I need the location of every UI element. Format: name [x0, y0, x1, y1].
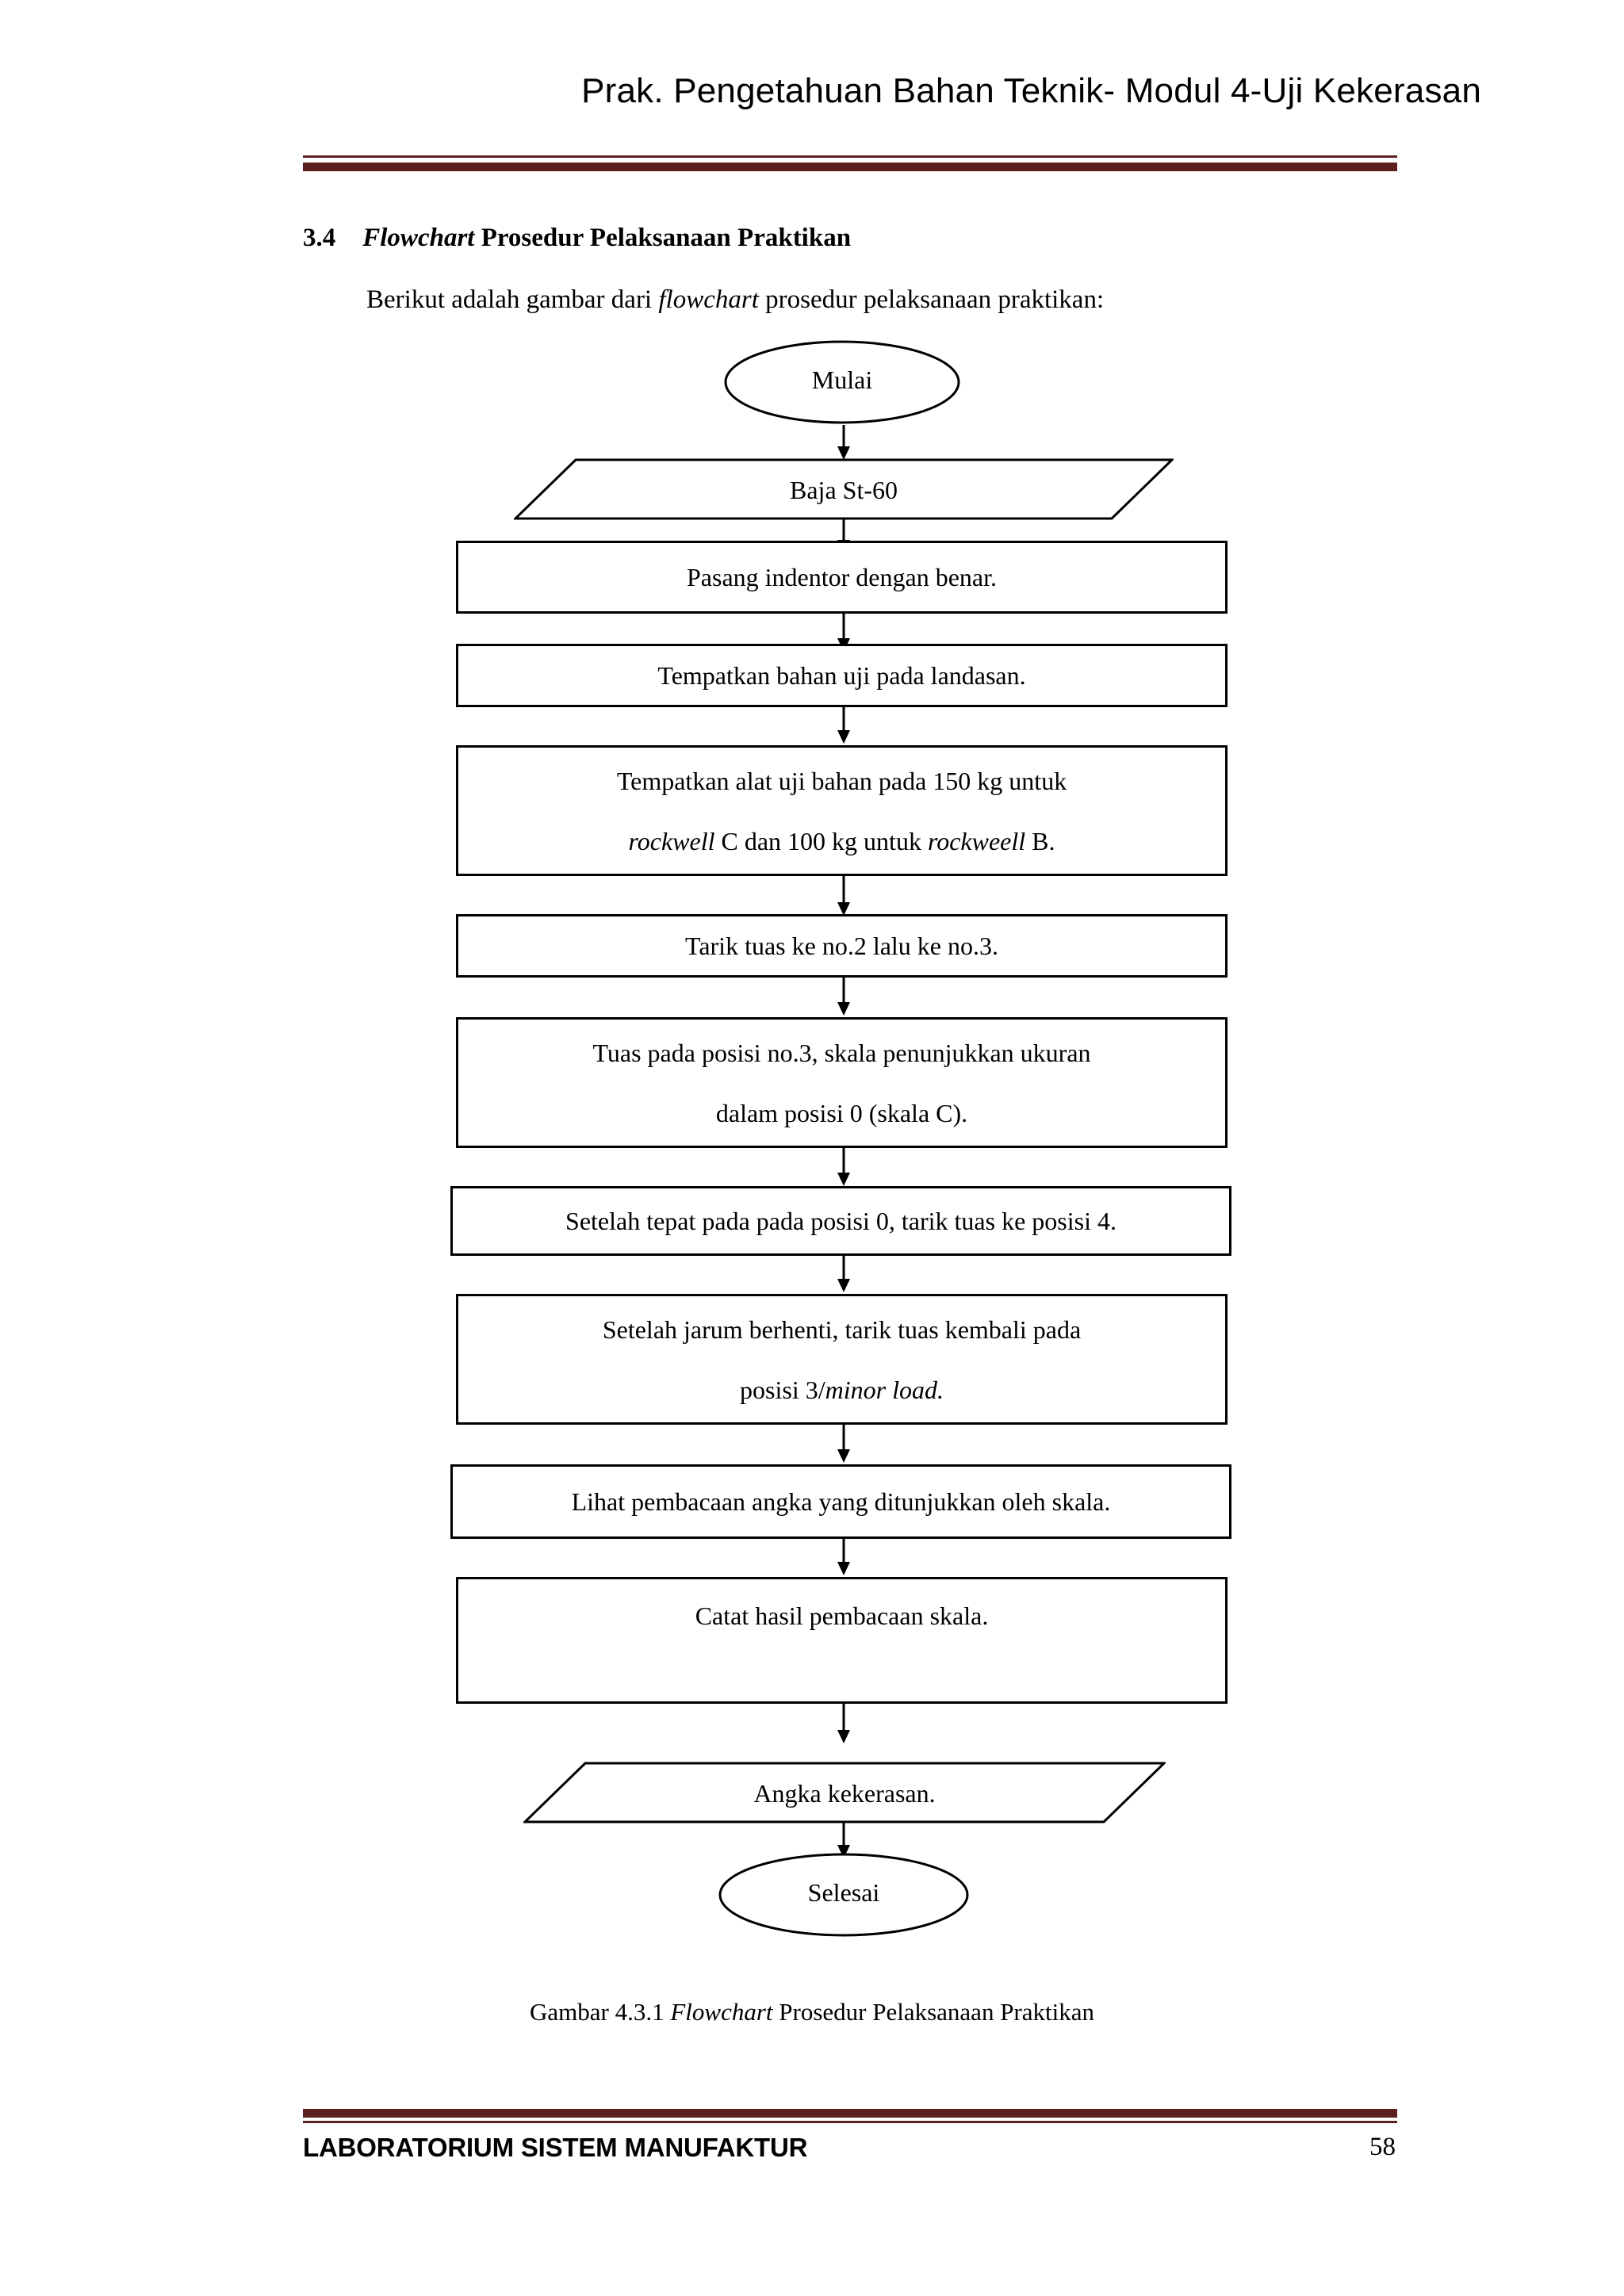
footer-rule [303, 2109, 1397, 2125]
connector-s7-s8 [834, 1425, 853, 1464]
flow-node-s7-line2-a: posisi 3/ [740, 1375, 825, 1404]
section-number: 3.4 [303, 224, 336, 252]
section-heading: 3.4 Flowchart Prosedur Pelaksanaan Prakti… [303, 224, 851, 253]
flow-node-s3-line1: Tempatkan alat uji bahan pada 150 kg unt… [616, 766, 1067, 795]
arrow-down-icon [837, 519, 850, 553]
flow-node-s2: Tempatkan bahan uji pada landasan. [456, 644, 1228, 707]
arrow-down-icon [837, 1148, 850, 1186]
flow-node-s8-label: Lihat pembacaan angka yang ditunjukkan o… [571, 1487, 1111, 1516]
flow-node-s7: Setelah jarum berhenti, tarik tuas kemba… [456, 1294, 1228, 1425]
flow-node-s8: Lihat pembacaan angka yang ditunjukkan o… [450, 1464, 1231, 1539]
arrow-down-icon [837, 876, 850, 916]
flow-node-start-label: Mulai [811, 365, 873, 394]
footer-page-number: 58 [1369, 2133, 1396, 2161]
arrow-down-icon [837, 978, 850, 1016]
header-rule-thin [303, 155, 1397, 158]
connector-s6-s7 [834, 1256, 853, 1294]
connector-start-input [834, 425, 853, 461]
flow-node-s7-line2: posisi 3/minor load. [740, 1377, 944, 1402]
flow-node-s4-label: Tarik tuas ke no.2 lalu ke no.3. [685, 932, 998, 960]
intro-italic: flowchart [658, 285, 759, 314]
connector-s2-s3 [834, 707, 853, 745]
arrow-down-icon [837, 1539, 850, 1575]
connector-s9-output [834, 1704, 853, 1745]
flow-node-s4: Tarik tuas ke no.2 lalu ke no.3. [456, 914, 1228, 978]
arrow-down-icon [837, 1704, 850, 1743]
flow-node-start: Mulai [723, 339, 961, 425]
intro-after: prosedur pelaksanaan praktikan: [758, 285, 1105, 314]
connector-input-s1 [834, 519, 853, 555]
footer-rule-thick [303, 2109, 1397, 2118]
flow-node-s5: Tuas pada posisi no.3, skala penunjukkan… [456, 1017, 1228, 1148]
figure-caption: Gambar 4.3.1 Flowchart Prosedur Pelaksan… [0, 1998, 1624, 2026]
flow-node-s6: Setelah tepat pada pada posisi 0, tarik … [450, 1186, 1231, 1256]
header-rule [303, 155, 1397, 173]
intro-before: Berikut adalah gambar dari [366, 285, 659, 314]
caption-before: Gambar 4.3.1 [530, 1998, 671, 2026]
arrow-down-icon [837, 707, 850, 744]
footer-rule-thin [303, 2121, 1397, 2123]
arrow-down-icon [837, 1256, 850, 1292]
flow-node-output-label: Angka kekerasan. [753, 1779, 936, 1808]
flow-node-end: Selesai [718, 1852, 970, 1938]
connector-output-end [834, 1822, 853, 1860]
intro-paragraph: Berikut adalah gambar dari flowchart pro… [366, 285, 1104, 315]
arrow-down-icon [837, 425, 850, 460]
flow-node-output: Angka kekerasan. [523, 1762, 1166, 1823]
section-title-rest: Prosedur Pelaksanaan Praktikan [474, 224, 852, 252]
flow-node-input: Baja St-60 [514, 458, 1174, 520]
flow-node-s7-line1: Setelah jarum berhenti, tarik tuas kemba… [602, 1314, 1082, 1344]
flow-node-s9-label: Catat hasil pembacaan skala. [695, 1601, 989, 1630]
connector-s1-s2 [834, 614, 853, 653]
arrow-down-icon [837, 614, 850, 652]
flow-node-s5-line1: Tuas pada posisi no.3, skala penunjukkan… [592, 1038, 1091, 1067]
connector-s8-s9 [834, 1539, 853, 1577]
flow-node-s3-line2-italic-a: rockwell [628, 826, 715, 855]
connector-s5-s6 [834, 1148, 853, 1188]
page-header: Prak. Pengetahuan Bahan Teknik- Modul 4-… [0, 71, 1624, 111]
flow-node-s2-label: Tempatkan bahan uji pada landasan. [657, 661, 1026, 690]
flow-node-s9: Catat hasil pembacaan skala. [456, 1577, 1228, 1704]
flow-node-s3-line2-b: C dan 100 kg untuk [714, 826, 928, 855]
caption-italic: Flowchart [670, 1998, 773, 2026]
parallelogram-shape [523, 1762, 1166, 1823]
connector-s4-s5 [834, 978, 853, 1017]
header-rule-thick [303, 163, 1397, 171]
arrow-down-icon [837, 1425, 850, 1463]
flow-node-s3-line2-d: B. [1025, 826, 1055, 855]
flow-node-s1-label: Pasang indentor dengan benar. [687, 563, 997, 591]
ellipse-shape [724, 340, 960, 424]
flow-node-end-label: Selesai [807, 1878, 880, 1907]
flow-node-s3: Tempatkan alat uji bahan pada 150 kg unt… [456, 745, 1228, 876]
ellipse-shape [718, 1853, 969, 1937]
footer-lab-name: LABORATORIUM SISTEM MANUFAKTUR [303, 2133, 808, 2162]
flow-node-s7-line2-italic-b: minor load. [825, 1375, 944, 1404]
flow-node-s3-line2-italic-c: rockweell [927, 826, 1026, 855]
flow-node-input-label: Baja St-60 [790, 476, 898, 504]
arrow-down-icon [837, 1822, 850, 1858]
caption-after: Prosedur Pelaksanaan Praktikan [772, 1998, 1094, 2026]
header-title: Prak. Pengetahuan Bahan Teknik- Modul 4-… [581, 71, 1481, 110]
flow-node-s6-label: Setelah tepat pada pada posisi 0, tarik … [565, 1207, 1116, 1235]
flow-node-s5-line2: dalam posisi 0 (skala C). [715, 1098, 968, 1127]
section-title-italic: Flowchart [362, 224, 475, 252]
flow-node-s1: Pasang indentor dengan benar. [456, 541, 1228, 614]
connector-s3-s4 [834, 876, 853, 917]
flow-node-s3-line2: rockwell C dan 100 kg untuk rockweell B. [629, 828, 1055, 854]
parallelogram-shape [514, 458, 1174, 520]
